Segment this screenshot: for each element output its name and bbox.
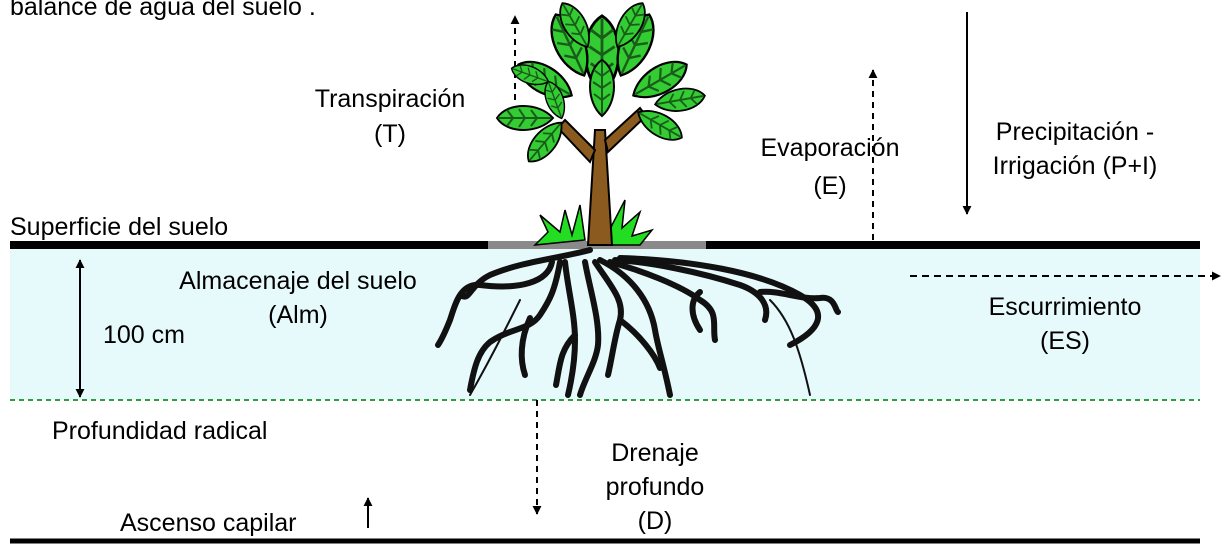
soil-storage-label-line2: (Alm): [268, 301, 328, 329]
transpiration-label-line1: Transpiración: [314, 85, 466, 113]
precipitation-label-line2: Irrigación (P+I): [992, 152, 1158, 180]
transpiration-label-line2: (T): [374, 120, 406, 148]
depth-value-label: 100 cm: [103, 321, 185, 349]
soil-storage-label-line1: Almacenaje del suelo: [179, 267, 417, 295]
capillary-rise-label: Ascenso capilar: [120, 509, 297, 537]
soil-surface-label: Superficie del suelo: [10, 213, 229, 241]
grass-tuft: [532, 199, 655, 246]
plant-roots: [435, 247, 841, 398]
drainage-label: Drenaje profundo (D): [565, 438, 745, 536]
root-depth-label: Profundidad radical: [52, 417, 268, 445]
evaporation-label: Evaporación (E): [720, 133, 940, 201]
drainage-label-line1: Drenaje: [611, 439, 699, 467]
drainage-label-line3: (D): [637, 507, 673, 535]
evaporation-label-line2: (E): [813, 172, 847, 200]
soil-storage-label: Almacenaje del suelo (Alm): [138, 266, 458, 330]
precipitation-label-line1: Precipitación -: [995, 118, 1155, 146]
evaporation-label-line1: Evaporación: [760, 134, 900, 162]
transpiration-label: Transpiración (T): [280, 84, 500, 149]
plant-roots-thin: [469, 299, 811, 396]
tree-trunk: [556, 106, 648, 246]
runoff-label-line1: Escurrimiento: [988, 293, 1142, 321]
precipitation-label: Precipitación - Irrigación (P+I): [960, 117, 1190, 181]
drainage-label-line2: profundo: [605, 473, 705, 501]
runoff-label: Escurrimiento (ES): [950, 292, 1180, 356]
intro-text-fragment: balance de agua del suelo .: [10, 0, 316, 21]
runoff-label-line2: (ES): [1040, 327, 1090, 355]
